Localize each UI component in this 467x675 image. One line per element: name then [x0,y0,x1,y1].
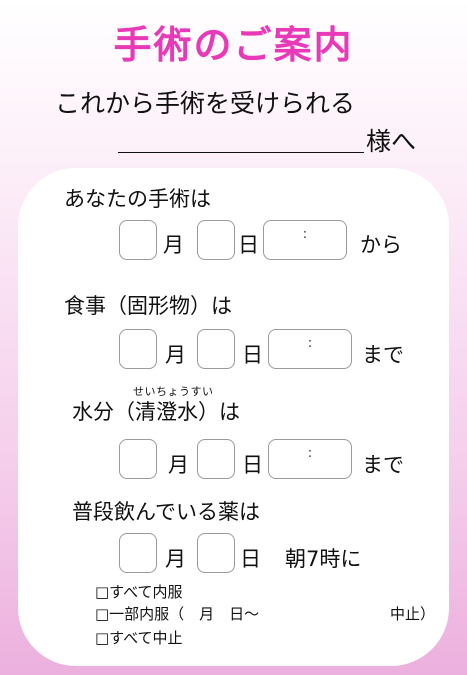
food-after-text: まで [362,343,404,367]
water-time-colon: : [307,446,313,461]
medicine-time-text: 朝7時に [285,547,362,571]
surgery-day-unit: 日 [238,233,259,257]
food-time-box[interactable]: : [268,329,352,369]
water-day-box[interactable] [197,439,235,479]
surgery-day-box[interactable] [197,220,235,260]
water-month-unit: 月 [168,453,189,477]
surgery-label: あなたの手術は [64,187,211,211]
option-partial-take[interactable]: □一部内服（ 月 日～ [95,605,260,623]
surgery-time-colon: : [302,227,308,242]
medicine-month-box[interactable] [119,533,157,573]
intro-text: これから手術を受けられる [55,89,356,118]
medicine-day-box[interactable] [197,533,235,573]
water-month-box[interactable] [119,439,157,479]
patient-name-line[interactable] [118,152,364,153]
medicine-month-unit: 月 [165,547,186,571]
page-title: 手術のご案内 [113,23,354,67]
recipient-suffix: 様へ [366,127,417,156]
food-label: 食事（固形物）は [64,294,232,318]
water-day-unit: 日 [242,453,263,477]
food-time-colon: : [307,336,313,351]
water-time-box[interactable]: : [268,439,352,479]
surgery-time-box[interactable]: : [263,220,347,260]
surgery-month-unit: 月 [163,233,184,257]
partial-stop-text: 中止） [390,605,436,623]
food-month-unit: 月 [165,343,186,367]
medicine-day-unit: 日 [240,547,261,571]
food-month-box[interactable] [119,329,157,369]
food-day-box[interactable] [197,329,235,369]
food-day-unit: 日 [242,343,263,367]
medicine-label: 普段飲んでいる薬は [72,500,260,524]
surgery-month-box[interactable] [119,220,157,260]
option-all-take[interactable]: □すべて内服 [95,583,183,601]
water-ruby: せいちょうすい [133,385,214,398]
water-label: 水分（清澄水）は [72,400,240,424]
option-all-stop[interactable]: □すべて中止 [95,629,183,647]
water-after-text: まで [362,453,404,477]
surgery-after-text: から [360,233,402,257]
